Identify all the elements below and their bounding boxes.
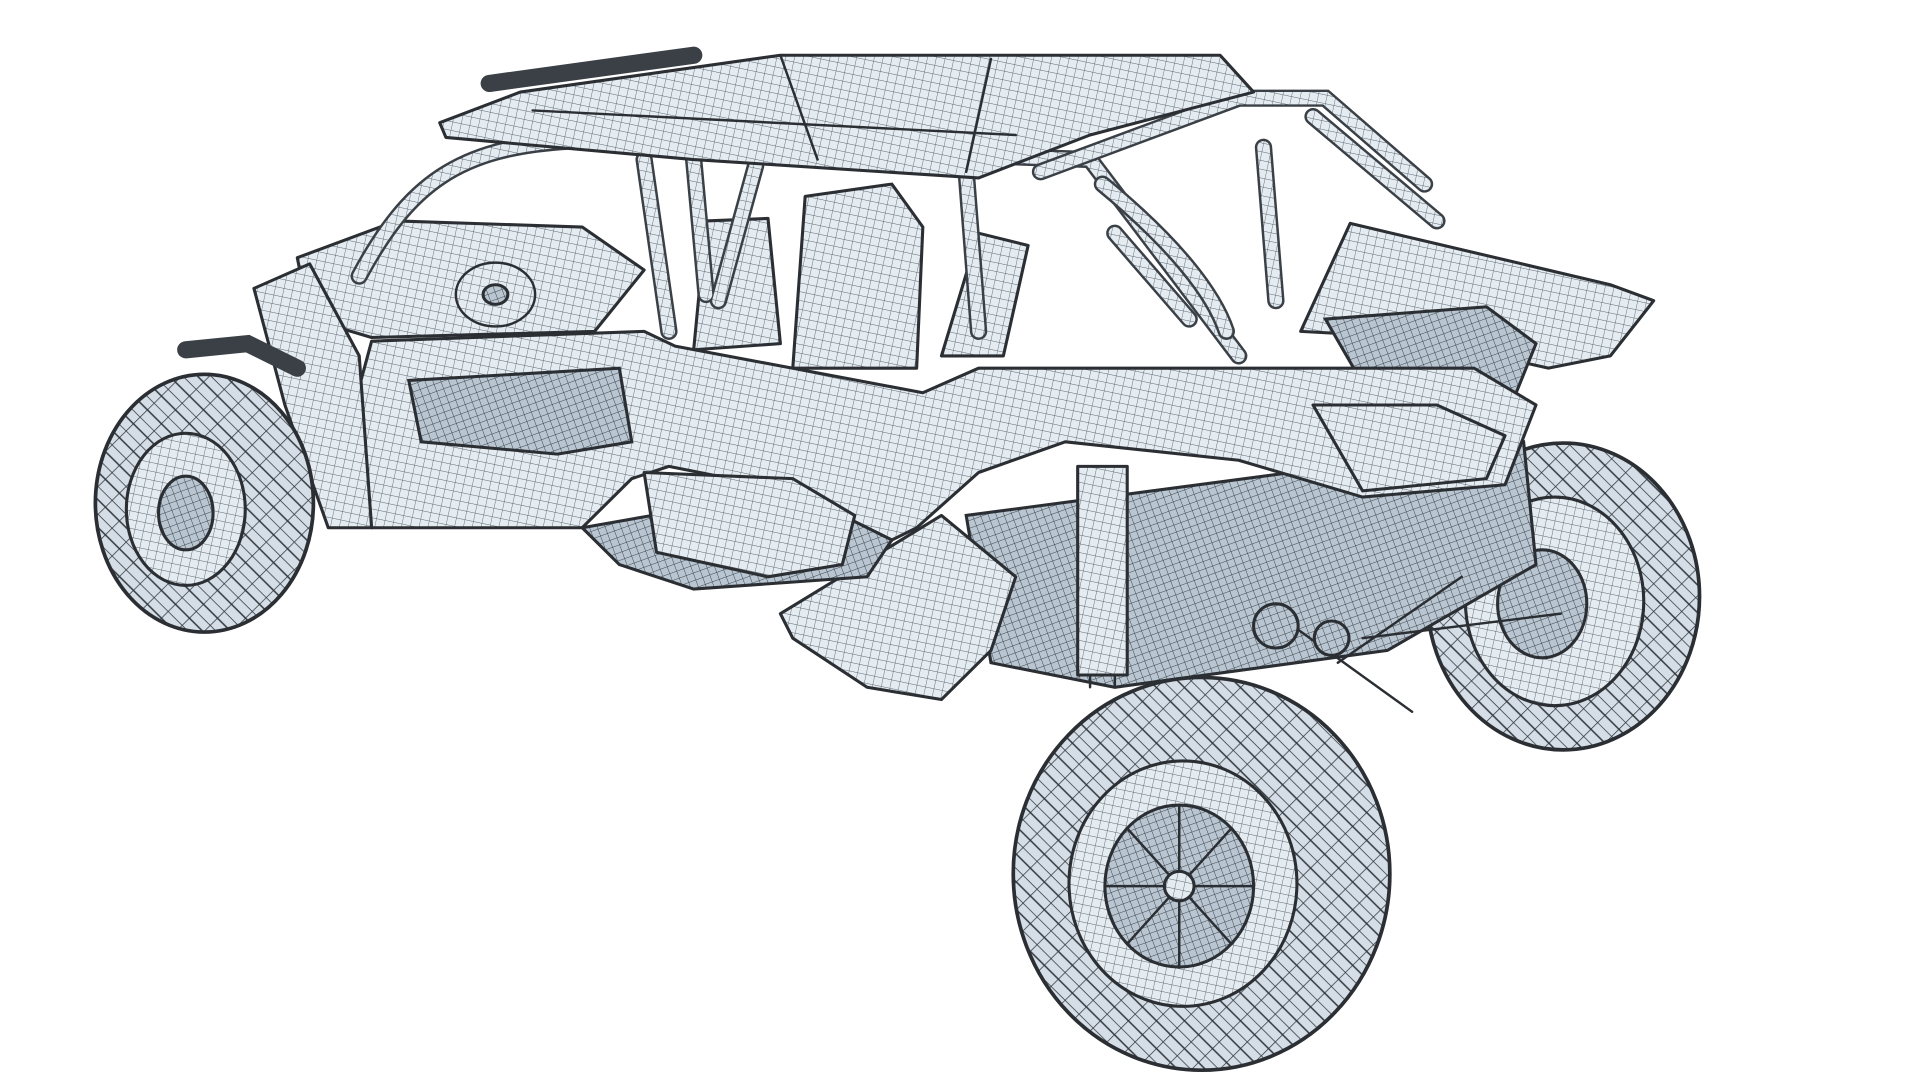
chassis-underside (964, 440, 1563, 714)
roof-panel (438, 46, 1256, 180)
side-body-panel (252, 262, 1538, 702)
dashboard-and-steering (295, 219, 646, 340)
rear-left-wheel (1011, 675, 1392, 1073)
front-left-wheel (93, 334, 316, 634)
seats (692, 182, 1030, 370)
